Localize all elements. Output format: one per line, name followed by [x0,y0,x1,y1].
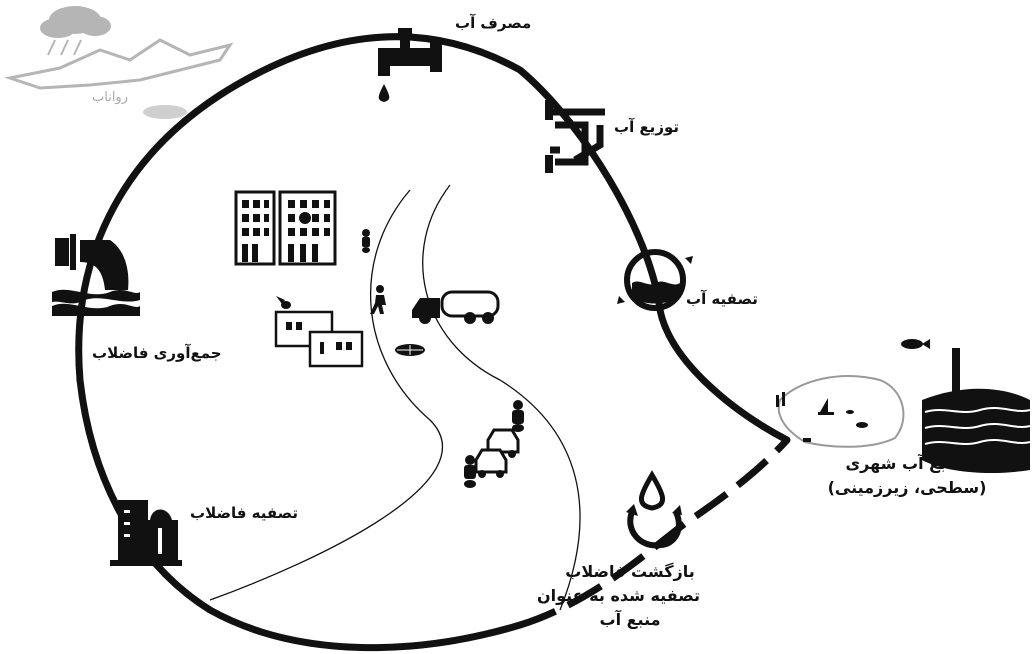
label-wastewater-treatment: تصفیه فاضلاب [190,504,299,522]
label-water-treatment: تصفیه آب [686,290,758,308]
label-return-line3: منبع آب [599,610,661,629]
label-water-distribution: توزیع آب [614,118,679,136]
motorbike-icon-3 [464,455,476,488]
label-urban-sources: منابع آب شهری (سطحی، زیرزمینی) [795,452,1019,500]
houses-icon [274,310,364,368]
runoff-puddle [143,105,187,119]
fish-icon [901,339,930,349]
treatment-cycle-icon [617,249,693,311]
treatment-tank-icon [110,500,182,566]
cycle-arc-return [518,437,790,629]
label-urban-sources-line1: منابع آب شهری [845,454,969,473]
label-return-line2: تصفیه شده به عنوان [537,586,700,605]
pedestrian-icon [370,285,386,314]
road-line-left [209,189,444,601]
rain-cloud-icon [40,6,111,56]
recycle-drop-icon [626,470,682,549]
sailboat-icon [818,398,834,415]
sewer-outfall-icon [52,234,140,316]
road-line-right [422,184,581,611]
manhole-icon [395,344,425,356]
cars-icon [474,428,520,478]
water-body-icon [922,348,1031,473]
bird-icon [276,296,291,309]
label-urban-sources-line2: (سطحی، زیرزمینی) [827,478,987,497]
runoff-hills [4,38,234,90]
tap-icon [378,28,442,102]
label-return-flow: بازگشت فاضلاب تصفیه شده به عنوان منبع آب [537,560,700,632]
small-fish-icon [846,410,868,428]
shore-icon [776,392,811,442]
pipes-icon [545,100,605,173]
label-return-line1: بازگشت فاضلاب [565,562,695,581]
lake-outline [777,375,905,448]
tanker-truck-icon [412,290,500,324]
label-runoff: رواناب [92,90,128,105]
label-water-consumption: مصرف آب [455,14,532,32]
cycle-arc-main [75,33,791,652]
buildings-icon [234,190,337,266]
label-wastewater-collection: جمع‌آوری فاضلاب [92,344,222,362]
motorbike-icon-2 [512,400,524,432]
motorbike-icon [362,229,370,253]
